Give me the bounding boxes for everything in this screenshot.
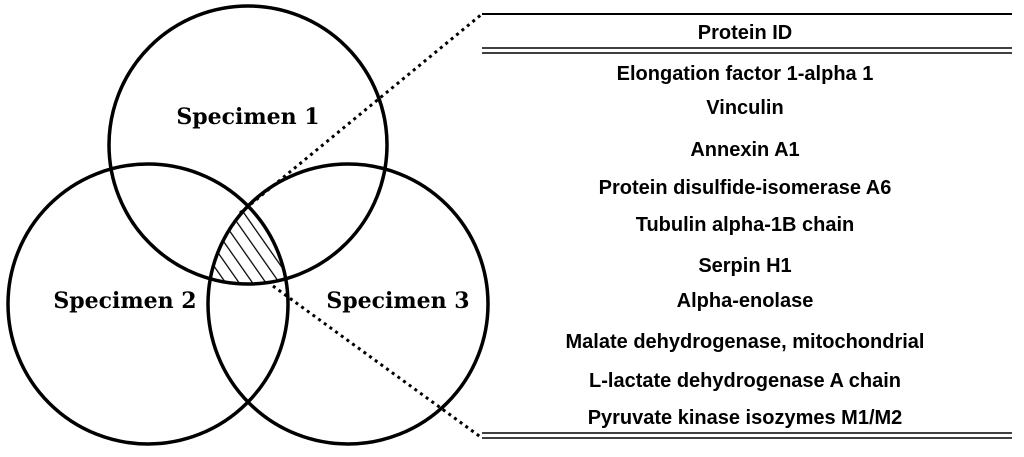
specimen-3-label: Specimen 3 xyxy=(326,288,469,314)
table-row: Annexin A1 xyxy=(690,139,799,161)
table-header: Protein ID xyxy=(698,22,792,44)
specimen-1-label: Specimen 1 xyxy=(176,104,319,130)
table-row: Elongation factor 1-alpha 1 xyxy=(617,63,874,85)
specimen-2-label: Specimen 2 xyxy=(53,288,196,314)
table-row: Serpin H1 xyxy=(698,255,791,277)
table-row: L-lactate dehydrogenase A chain xyxy=(589,370,901,392)
specimen-1-circle xyxy=(107,4,389,286)
callout-line-top xyxy=(239,12,483,215)
specimen-2-circle xyxy=(6,162,290,446)
table-row: Alpha-enolase xyxy=(677,290,814,312)
table-row: Pyruvate kinase isozymes M1/M2 xyxy=(588,407,903,429)
specimen-3-circle xyxy=(206,162,490,446)
table-row: Protein disulfide-isomerase A6 xyxy=(599,177,892,199)
callout-line-bottom xyxy=(272,284,483,440)
table-row: Tubulin alpha-1B chain xyxy=(636,214,855,236)
table-row: Malate dehydrogenase, mitochondrial xyxy=(566,331,925,353)
table-row: Vinculin xyxy=(706,97,783,119)
